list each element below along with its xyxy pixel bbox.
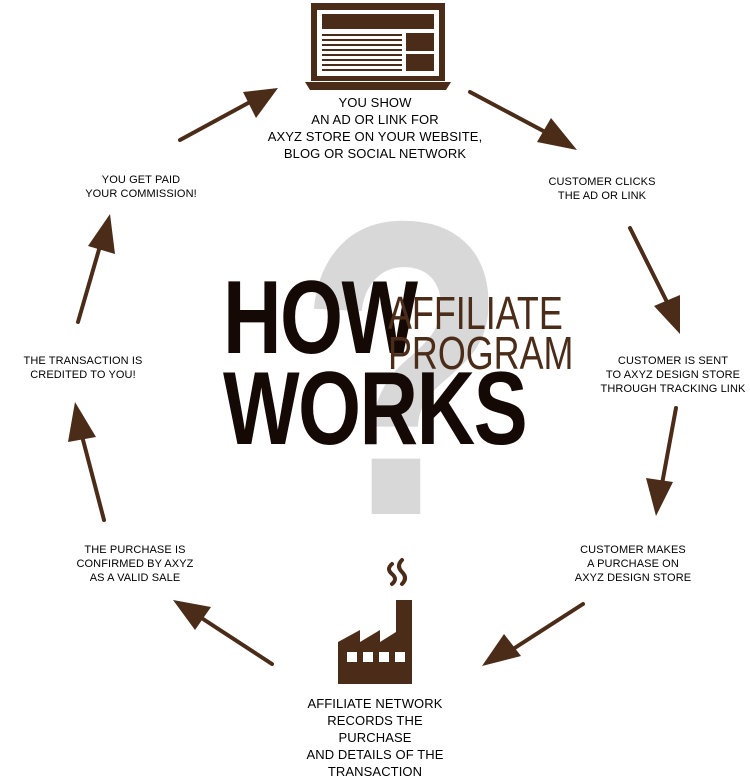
headline-works: WORKS <box>223 351 528 467</box>
laptop-icon <box>305 3 451 90</box>
headline-affiliate: AFFILIATE <box>388 287 563 339</box>
arrow-3 <box>646 406 678 516</box>
diagram-graphics <box>68 3 680 684</box>
affiliate-diagram: ? HOW WORKS AFFILIATE PROGRAM <box>23 3 746 779</box>
arrow-4 <box>482 602 585 666</box>
arrow-1 <box>468 90 577 150</box>
headline-how: HOW <box>223 260 418 376</box>
step-transaction-credited: THE TRANSACTION IS CREDITED TO YOU! <box>23 355 143 381</box>
step-network-records: AFFILIATE NETWORK RECORDS THE PURCHASE A… <box>306 696 444 779</box>
step-customer-sent: CUSTOMER IS SENT TO AXYZ DESIGN STORE TH… <box>600 355 746 395</box>
step-get-paid: YOU GET PAID YOUR COMMISSION! <box>85 174 197 200</box>
factory-icon <box>338 558 412 684</box>
step-customer-clicks: CUSTOMER CLICKS THE AD OR LINK <box>548 176 656 202</box>
question-mark-watermark: ? <box>298 135 509 604</box>
arrow-7 <box>76 214 115 324</box>
arrow-5 <box>173 600 274 666</box>
step-customer-purchase: CUSTOMER MAKES A PURCHASE ON AXYZ DESIGN… <box>574 544 692 584</box>
step-show-ad: YOU SHOW AN AD OR LINK FOR AXYZ STORE ON… <box>267 95 483 161</box>
arrow-6 <box>68 402 106 522</box>
headline-program: PROGRAM <box>388 327 574 379</box>
arrow-8 <box>178 88 278 142</box>
arrow-2 <box>628 226 680 334</box>
step-purchase-confirmed: THE PURCHASE IS CONFIRMED BY AXYZ AS A V… <box>76 544 194 584</box>
cycle-arrows <box>68 88 680 666</box>
